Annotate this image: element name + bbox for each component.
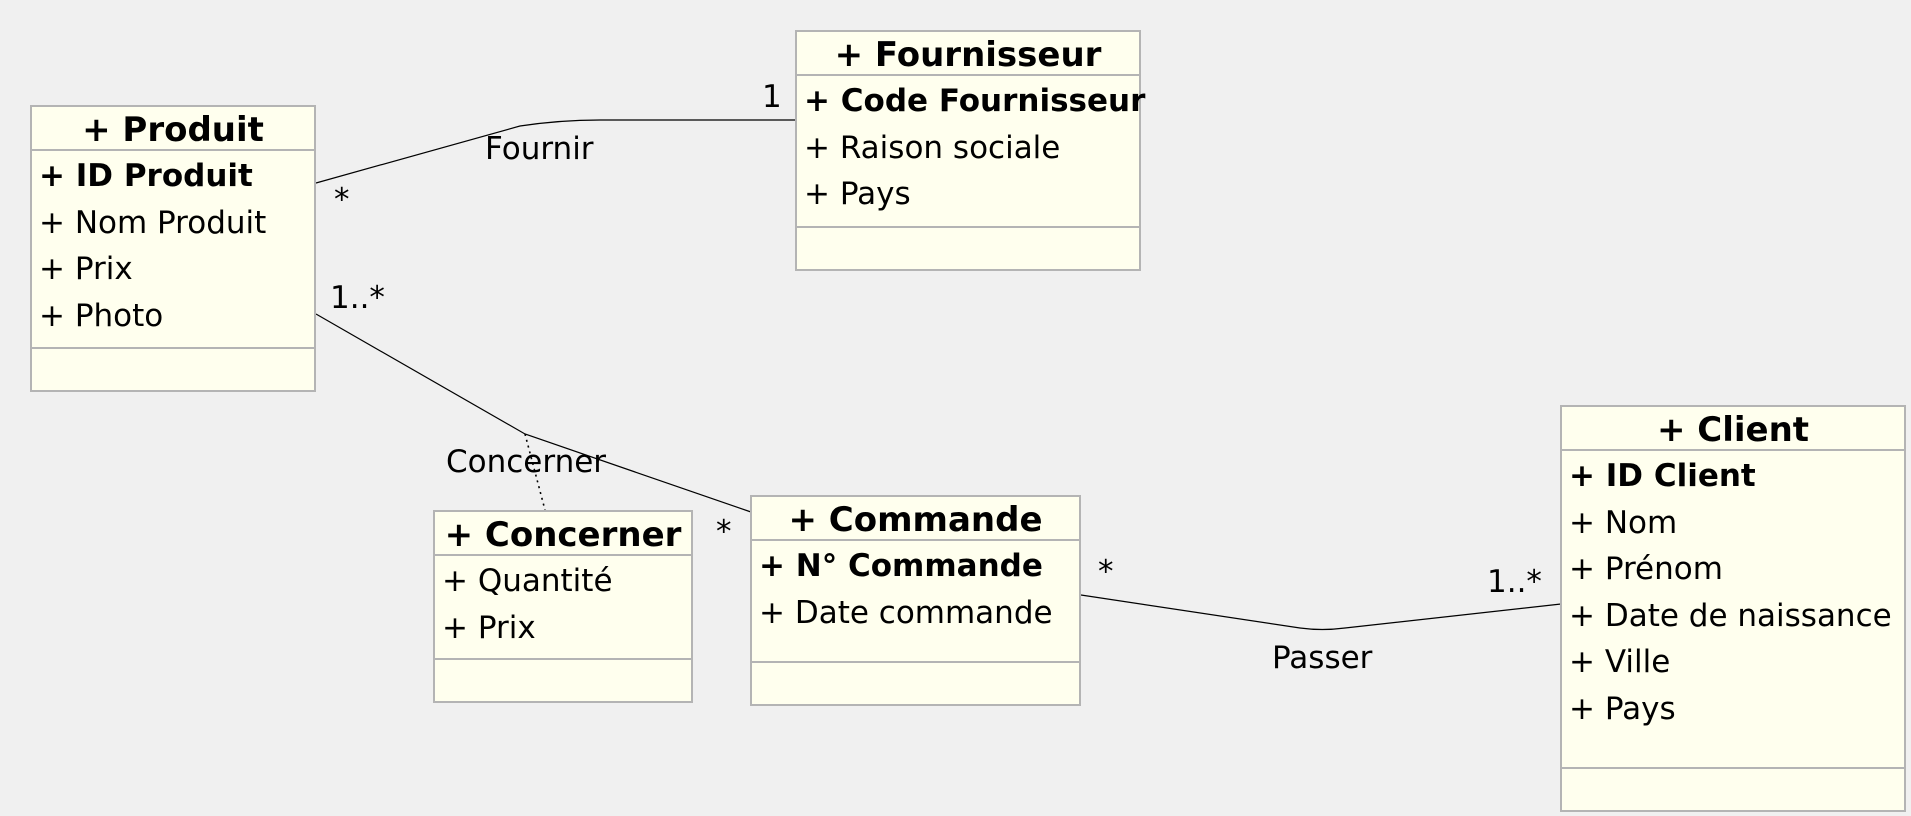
class-attribute: + Nom Produit — [39, 204, 267, 241]
association-class-link-concerner — [524, 433, 546, 511]
class-attributes: + N° Commande + Date commande — [752, 541, 1079, 663]
class-attribute-key: + ID Client — [1569, 458, 1756, 494]
class-attributes: + ID Produit + Nom Produit + Prix + Phot… — [32, 151, 314, 349]
association-label-passer: Passer — [1272, 640, 1373, 676]
class-produit[interactable]: + Produit + ID Produit + Nom Produit + P… — [30, 105, 316, 392]
class-attribute: + Date commande — [759, 594, 1053, 631]
association-label-fournir: Fournir — [485, 131, 594, 167]
class-commande[interactable]: + Commande + N° Commande + Date commande — [750, 495, 1081, 706]
class-attribute: + Prix — [39, 251, 133, 287]
association-line-passer[interactable] — [1080, 594, 1562, 631]
class-operations — [797, 228, 1139, 272]
multiplicity-concerner-produit: 1..* — [330, 280, 385, 316]
class-operations — [435, 660, 691, 704]
class-attribute-key: + N° Commande — [759, 548, 1043, 584]
class-title: + Fournisseur — [797, 32, 1139, 76]
class-title: + Client — [1562, 407, 1904, 451]
class-attribute: + Date de naissance — [1569, 597, 1892, 634]
class-attribute-key: + ID Produit — [39, 158, 253, 194]
multiplicity-fournir-produit: * — [334, 182, 350, 218]
multiplicity-passer-client: 1..* — [1487, 564, 1542, 600]
association-line-fournir[interactable] — [315, 119, 796, 184]
class-attribute: + Prix — [442, 609, 536, 646]
class-attribute-key: + Code Fournisseur — [804, 83, 1146, 119]
class-title: + Concerner — [435, 512, 691, 556]
association-line-concerner[interactable] — [315, 313, 752, 513]
class-operations — [752, 663, 1079, 707]
class-attribute: + Quantité — [442, 563, 613, 599]
class-attribute: + Pays — [804, 176, 911, 212]
association-label-concerner: Concerner — [446, 444, 607, 480]
class-attribute: + Photo — [39, 297, 164, 334]
class-concerner[interactable]: + Concerner + Quantité + Prix — [433, 510, 693, 703]
class-attributes: + Code Fournisseur + Raison sociale + Pa… — [797, 76, 1146, 228]
class-attributes: + Quantité + Prix — [435, 556, 691, 660]
multiplicity-concerner-commande: * — [716, 514, 732, 550]
class-attribute: + Prénom — [1569, 551, 1723, 587]
class-attribute: + Ville — [1569, 644, 1671, 680]
class-title: + Produit — [32, 107, 314, 151]
class-client[interactable]: + Client + ID Client + Nom + Prénom + Da… — [1560, 405, 1906, 812]
class-operations — [1562, 769, 1904, 813]
class-attribute: + Pays — [1569, 690, 1676, 727]
multiplicity-passer-commande: * — [1098, 554, 1114, 590]
class-attributes: + ID Client + Nom + Prénom + Date de nai… — [1562, 451, 1904, 769]
class-attribute: + Nom — [1569, 504, 1678, 541]
class-fournisseur[interactable]: + Fournisseur + Code Fournisseur + Raiso… — [795, 30, 1146, 272]
class-operations — [32, 349, 314, 393]
multiplicity-fournir-fournisseur: 1 — [762, 79, 782, 115]
class-attribute: + Raison sociale — [804, 129, 1061, 166]
class-title: + Commande — [752, 497, 1079, 541]
